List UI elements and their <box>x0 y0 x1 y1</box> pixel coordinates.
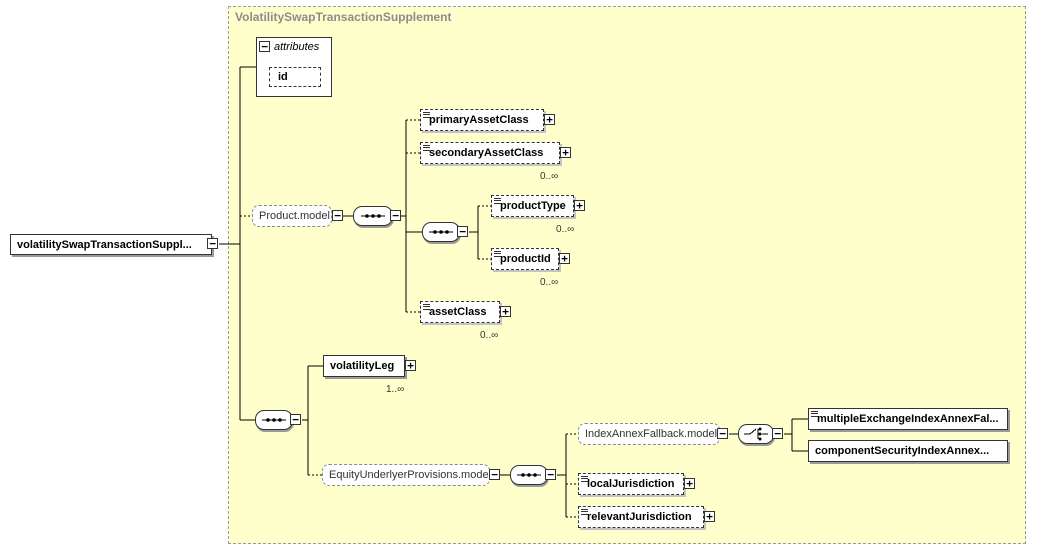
element-component-security-index-annex[interactable]: componentSecurityIndexAnnex... <box>808 440 1008 462</box>
equity-sequence-collapse-button[interactable]: − <box>545 469 556 480</box>
element-label: multipleExchangeIndexAnnexFal... <box>817 413 999 425</box>
element-relevant-jurisdiction[interactable]: relevantJurisdiction <box>578 506 704 528</box>
group-product-model-label: Product.model <box>259 210 330 222</box>
element-label: localJurisdiction <box>587 478 675 490</box>
root-collapse-button[interactable]: − <box>207 238 218 249</box>
primary-asset-class-expand-button[interactable]: + <box>544 114 555 125</box>
sequence-icon <box>429 230 453 234</box>
attributes-label: attributes <box>274 41 320 53</box>
element-tag-icon <box>494 198 501 204</box>
volatility-leg-expand-button[interactable]: + <box>405 360 416 371</box>
cardinality-label: 0..∞ <box>556 224 575 235</box>
element-label: secondaryAssetClass <box>429 147 544 159</box>
cardinality-label: 1..∞ <box>386 384 405 395</box>
element-label: relevantJurisdiction <box>587 511 692 523</box>
element-primary-asset-class[interactable]: primaryAssetClass <box>420 109 544 131</box>
element-product-type[interactable]: productType <box>491 195 574 217</box>
attributes-collapse-button[interactable]: − <box>259 41 270 52</box>
element-tag-icon <box>494 251 501 257</box>
group-product-model[interactable]: Product.model <box>252 205 332 227</box>
element-volatility-leg[interactable]: volatilityLeg <box>323 355 405 377</box>
asset-class-expand-button[interactable]: + <box>500 306 511 317</box>
element-tag-icon <box>423 304 430 310</box>
element-secondary-asset-class[interactable]: secondaryAssetClass <box>420 142 560 164</box>
equity-underlyer-collapse-button[interactable]: − <box>489 469 500 480</box>
element-local-jurisdiction[interactable]: localJurisdiction <box>578 473 684 495</box>
cardinality-label: 0..∞ <box>540 277 559 288</box>
relevant-jurisdiction-expand-button[interactable]: + <box>704 511 715 522</box>
sequence-icon <box>262 418 286 422</box>
root-element-label: volatilitySwapTransactionSuppl... <box>17 238 192 251</box>
attribute-id[interactable]: id <box>269 67 321 87</box>
sequence-icon <box>517 473 541 477</box>
secondary-asset-class-expand-button[interactable]: + <box>560 147 571 158</box>
element-label: productId <box>500 253 551 265</box>
product-model-collapse-button[interactable]: − <box>332 210 343 221</box>
choice-icon <box>744 427 768 441</box>
index-annex-collapse-button[interactable]: − <box>717 428 728 439</box>
sequence-collapse-button[interactable]: − <box>390 210 401 221</box>
element-label: assetClass <box>429 306 487 318</box>
element-tag-icon <box>581 476 588 482</box>
choice-collapse-button[interactable]: − <box>772 428 783 439</box>
element-tag-icon <box>811 411 818 417</box>
element-label: volatilityLeg <box>330 360 395 372</box>
element-product-id[interactable]: productId <box>491 248 559 270</box>
complex-type-title: VolatilitySwapTransactionSupplement <box>235 10 452 24</box>
cardinality-label: 0..∞ <box>480 330 499 341</box>
cardinality-label: 0..∞ <box>540 171 559 182</box>
group-equity-underlyer-label: EquityUnderlyerProvisions.model <box>329 469 490 481</box>
element-asset-class[interactable]: assetClass <box>420 301 500 323</box>
element-multiple-exchange-index-annex[interactable]: multipleExchangeIndexAnnexFal... <box>808 408 1008 430</box>
element-label: primaryAssetClass <box>429 114 529 126</box>
product-id-expand-button[interactable]: + <box>559 253 570 264</box>
group-equity-underlyer-provisions[interactable]: EquityUnderlyerProvisions.model <box>322 464 490 486</box>
product-type-expand-button[interactable]: + <box>574 200 585 211</box>
sequence-icon <box>361 214 385 218</box>
element-label: productType <box>500 200 566 212</box>
local-jurisdiction-expand-button[interactable]: + <box>684 478 695 489</box>
nested-sequence-collapse-button[interactable]: − <box>457 226 468 237</box>
element-label: componentSecurityIndexAnnex... <box>815 445 990 457</box>
element-tag-icon <box>423 145 430 151</box>
element-tag-icon <box>581 509 588 515</box>
group-index-annex-label: IndexAnnexFallback.model <box>585 428 718 440</box>
group-index-annex-fallback[interactable]: IndexAnnexFallback.model <box>578 423 720 445</box>
main-sequence-collapse-button[interactable]: − <box>290 414 301 425</box>
element-tag-icon <box>423 112 430 118</box>
root-element[interactable]: volatilitySwapTransactionSuppl... <box>10 234 212 255</box>
